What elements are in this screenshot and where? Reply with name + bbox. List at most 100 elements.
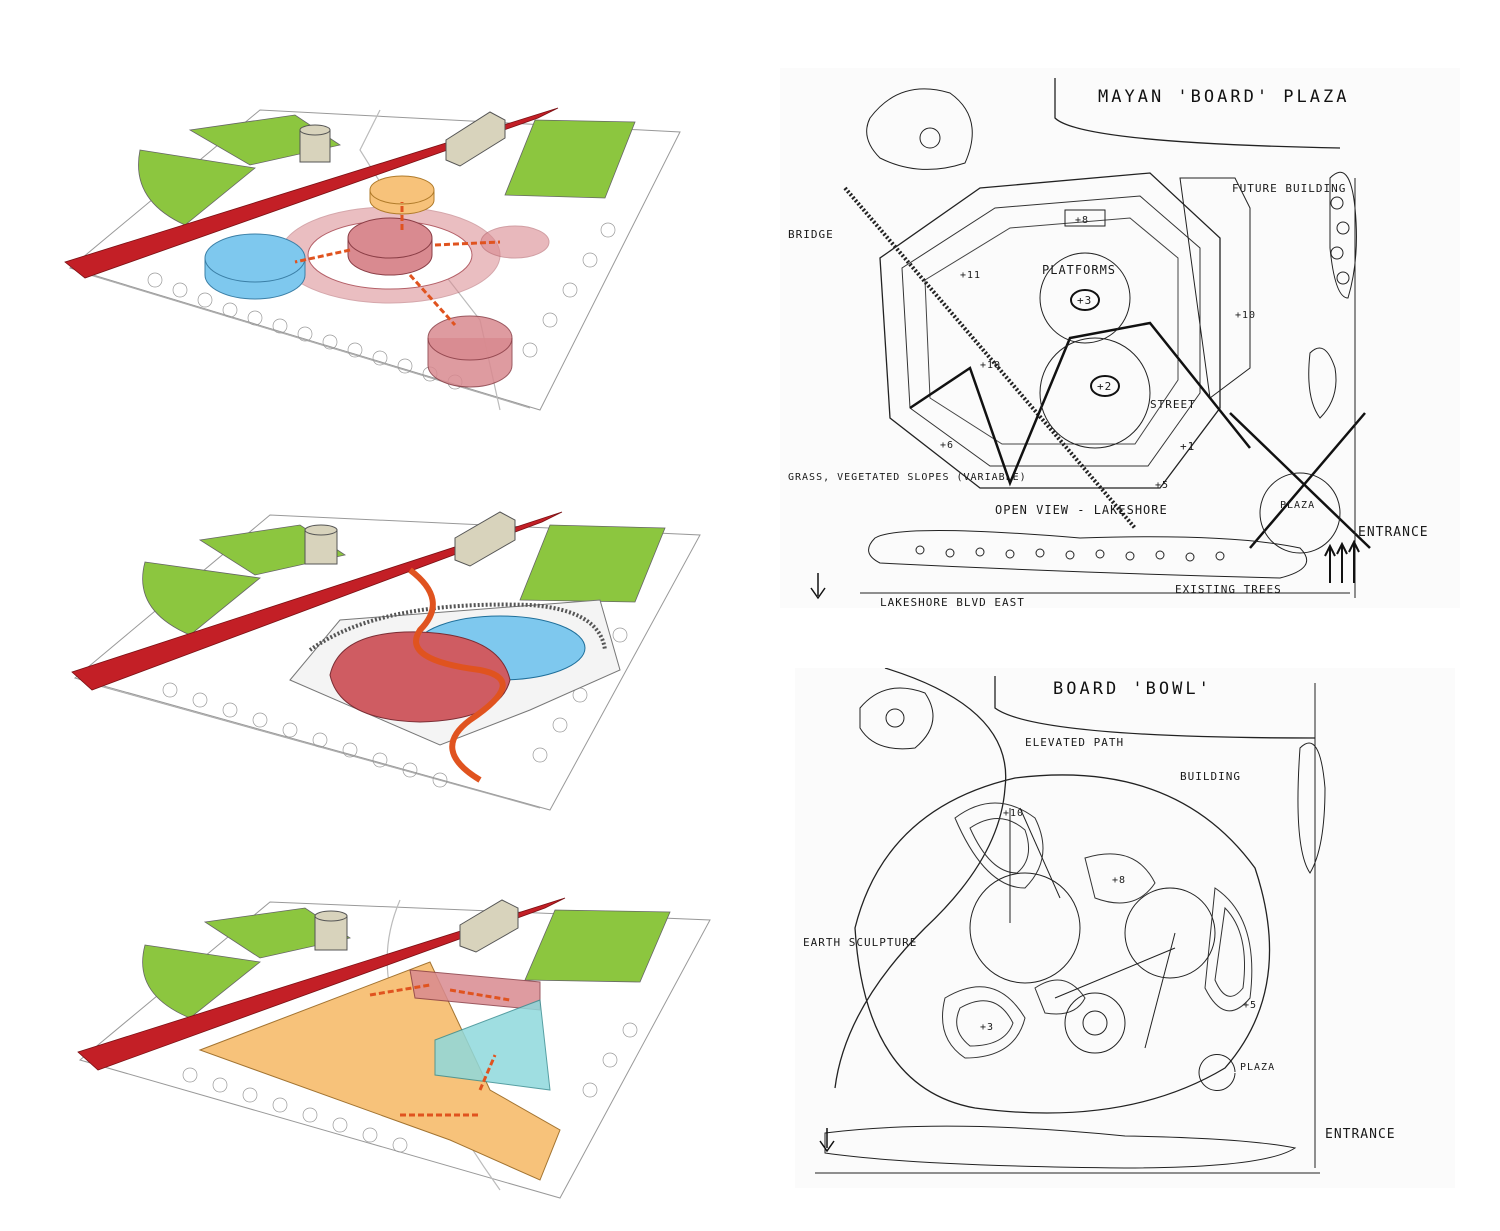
level-label-1: +1	[1180, 440, 1195, 453]
bridge-diagonal	[843, 186, 1137, 530]
label-earth-sculpture: EARTH SCULPTURE	[803, 936, 917, 949]
level-label-10: +10	[1003, 808, 1024, 819]
label-entrance: ENTRANCE	[1358, 525, 1429, 540]
center-pink-cylinder	[347, 217, 433, 276]
label-bridge: BRIDGE	[788, 228, 834, 241]
bowl-circle-2	[1124, 887, 1216, 979]
pond-contour	[866, 88, 973, 170]
level-label-11: +11	[960, 270, 981, 281]
silo-building	[314, 910, 348, 951]
tree-dots	[915, 545, 1225, 562]
label-open-view: OPEN VIEW - LAKESHORE	[995, 503, 1168, 517]
site-edge-lines	[84, 681, 541, 809]
label-entrance: ENTRANCE	[1325, 1127, 1396, 1142]
x-crossing-2	[1249, 412, 1366, 549]
bar-building	[445, 111, 506, 167]
label-plaza: PLAZA	[1240, 1062, 1275, 1073]
contour-lines	[942, 802, 1253, 1059]
axon-diagram-bowl	[60, 500, 720, 830]
label-street: STREET	[1150, 398, 1196, 411]
sketch-mayan-board-plaza: MAYAN 'BOARD' PLAZA FUTURE BUIL	[780, 68, 1480, 608]
sightline-arrows	[1009, 807, 1176, 1049]
label-elevated-path: ELEVATED PATH	[1025, 736, 1124, 749]
level-label-6: +6	[940, 440, 954, 451]
label-existing-trees: EXISTING TREES	[1175, 583, 1282, 596]
connection-arrows	[294, 202, 501, 327]
earth-sculpture-outline	[854, 774, 1271, 1114]
existing-trees-right	[1308, 171, 1357, 419]
future-building	[1179, 177, 1251, 399]
label-platforms: PLATFORMS	[1042, 263, 1116, 277]
road-band	[77, 897, 566, 1071]
pond-contour	[859, 687, 934, 750]
level-label-8: +8	[1112, 875, 1126, 886]
level-3-mark	[1070, 289, 1100, 311]
north-arrow-icon	[819, 1128, 835, 1153]
bowl-terraces	[308, 602, 607, 652]
bar-building	[459, 899, 519, 953]
level-label-2: +2	[1097, 380, 1112, 393]
bar-building	[454, 511, 516, 567]
red-bowl	[329, 631, 511, 723]
lower-pink-cylinder	[427, 315, 513, 388]
plaza-circle	[1198, 1054, 1236, 1091]
orange-cylinder	[369, 175, 435, 215]
pond-center	[885, 708, 905, 728]
top-building-boundary	[994, 676, 1316, 739]
connection-arrows	[369, 983, 511, 1117]
plaza-circle	[1259, 472, 1341, 554]
level-label-10-left: +10	[980, 360, 1001, 371]
label-grass: GRASS, VEGETATED SLOPES (VARIABLE)	[788, 472, 1027, 483]
tree-row	[147, 222, 616, 390]
labyrinth-inner-2	[924, 217, 1179, 445]
label-building: BUILDING	[1180, 770, 1241, 783]
level-label-10-right: +10	[1235, 310, 1256, 321]
existing-trees-bottom	[868, 530, 1308, 579]
pond-center	[919, 127, 941, 149]
lawn-right	[524, 909, 671, 983]
x-crossing-1	[1229, 412, 1371, 549]
platform-circle-2	[1039, 337, 1151, 449]
level-label-5: +5	[1155, 480, 1169, 491]
level-2-mark	[1090, 375, 1120, 397]
elevated-path-curve	[834, 668, 1007, 1089]
platform-circle-1	[1039, 252, 1131, 344]
north-arrow-icon	[810, 573, 826, 600]
label-lakeshore: LAKESHORE BLVD EAST	[880, 596, 1025, 608]
top-building-boundary	[1054, 78, 1341, 149]
existing-trees-right	[1297, 742, 1326, 874]
elevated-ribbon-path	[408, 567, 506, 783]
tree-row	[182, 1022, 638, 1153]
existing-trees-bottom	[824, 1125, 1297, 1169]
level-label-8: +8	[1075, 215, 1089, 226]
silo-building	[304, 524, 338, 565]
sketch2-title: BOARD 'BOWL'	[1053, 679, 1212, 699]
lawn-top	[203, 907, 352, 959]
sketch1-title: MAYAN 'BOARD' PLAZA	[1098, 87, 1349, 107]
octagon-labyrinth	[879, 172, 1221, 489]
lawn-right	[504, 119, 636, 199]
axon-diagram-concentric	[60, 90, 720, 420]
blue-cylinder	[204, 233, 306, 300]
labyrinth-inner-1	[901, 195, 1201, 467]
level-label-3: +3	[1077, 294, 1092, 307]
entrance-arrows-icon	[1324, 539, 1360, 583]
label-plaza: PLAZA	[1280, 500, 1315, 511]
road-band	[64, 107, 559, 279]
label-future-building: FUTURE BUILDING	[1232, 182, 1346, 195]
street-path	[909, 321, 1251, 487]
level-label-3: +3	[980, 1022, 994, 1033]
road-band	[71, 511, 563, 691]
silo-building	[299, 124, 331, 163]
level-label-5: +5	[1243, 1000, 1257, 1011]
cyan-curved-block	[434, 999, 551, 1091]
bowl-circle-1	[969, 872, 1081, 984]
bowl-circle-4	[1082, 1010, 1108, 1036]
sketch-board-bowl: BOARD 'BOWL' ELEVATED PATH BUIL	[795, 668, 1485, 1188]
orange-field	[198, 961, 561, 1181]
bowl-circle-3	[1064, 992, 1126, 1054]
level-box	[1064, 209, 1106, 227]
axon-diagram-blocks	[70, 890, 730, 1210]
tree-row	[162, 627, 628, 788]
lawn-right	[519, 524, 666, 603]
